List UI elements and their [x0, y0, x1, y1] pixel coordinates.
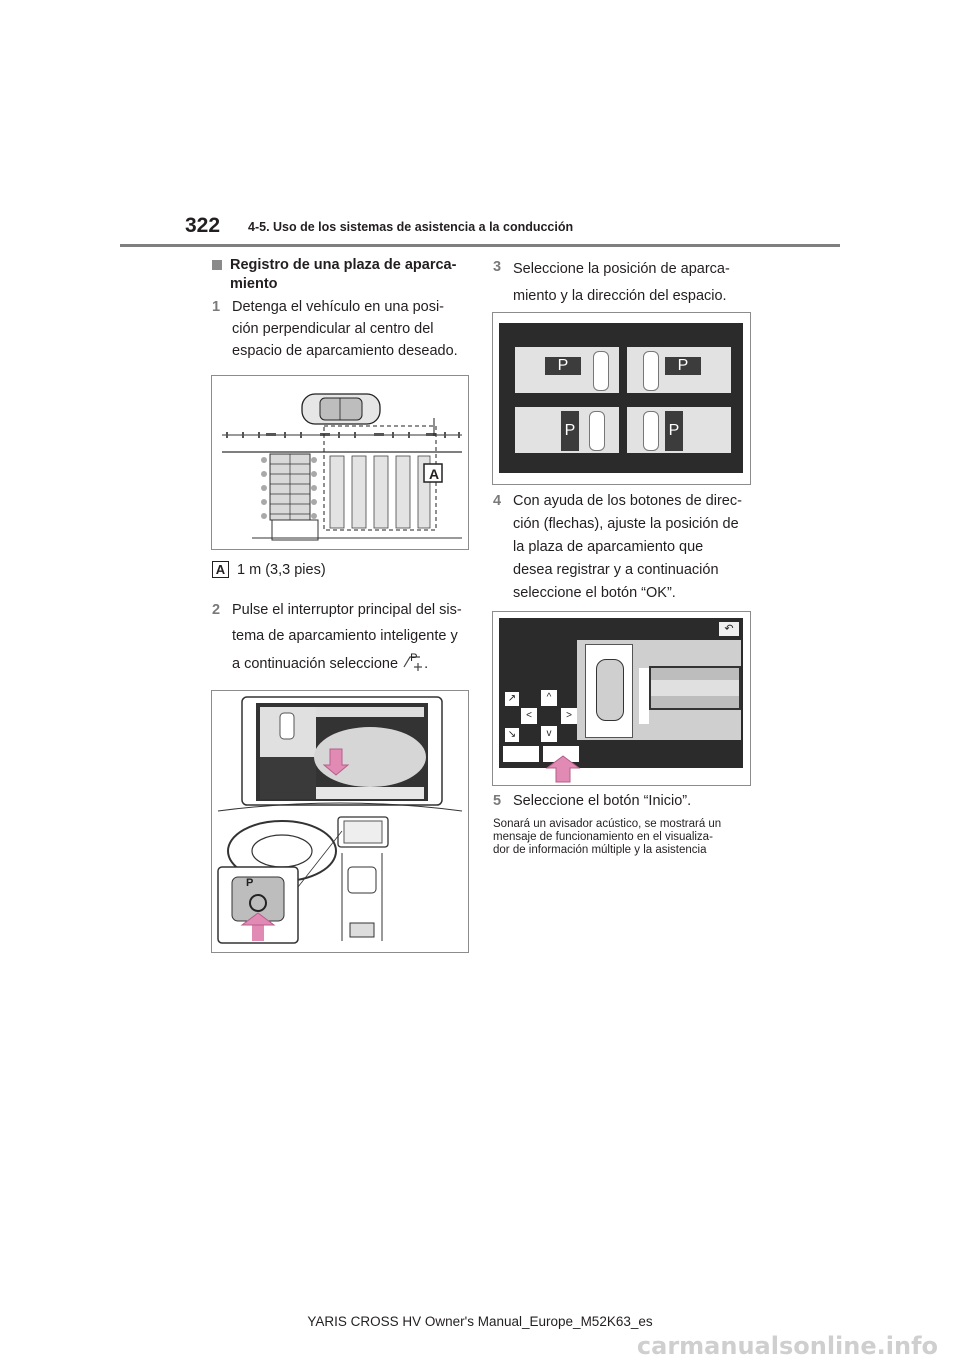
legend-label-box: A	[212, 561, 229, 578]
step-1: 1 Detenga el vehículo en una posi- ción …	[212, 296, 474, 362]
option-tile[interactable]: P	[515, 347, 619, 393]
step-text-line: ción perpendicular al centro del	[232, 321, 434, 337]
step-text-line: Pulse el interruptor principal del sis-	[232, 602, 462, 618]
step-text-line: Detenga el vehículo en una posi-	[232, 299, 445, 315]
rotate-left-button[interactable]: ↗	[505, 692, 519, 706]
watermark: carmanualsonline.info	[636, 1332, 938, 1360]
parking-assist-icon: P	[402, 651, 424, 671]
step-text-line: tema de aparcamiento inteligente y	[232, 628, 458, 644]
arrow-right-button[interactable]: >	[561, 708, 577, 724]
step-text-line: desea registrar y a continuación	[513, 562, 719, 578]
option-tile[interactable]: P	[627, 407, 731, 453]
step-text-line: Con ayuda de los botones de direc-	[513, 493, 742, 509]
step-text-line: la plaza de aparcamiento que	[513, 539, 704, 555]
frame-stripe	[651, 680, 739, 696]
step-text-line: Seleccione el botón “Inicio”.	[513, 793, 692, 809]
parking-frame	[649, 666, 741, 710]
note-line: dor de información múltiple y la asisten…	[493, 844, 707, 856]
footer-text: YARIS CROSS HV Owner's Manual_Europe_M52…	[307, 1314, 653, 1329]
square-bullet-icon	[212, 260, 222, 270]
step-text-line: a continuación seleccione	[232, 656, 399, 672]
step-text-line: ción (flechas), ajuste la posición de	[513, 516, 739, 532]
note-text: Sonará un avisador acústico, se mostrará…	[493, 818, 755, 857]
subheading: Registro de una plaza de aparca- miento	[212, 256, 472, 294]
parking-p-label: P	[665, 411, 683, 451]
arrow-left-button[interactable]: <	[521, 708, 537, 724]
car-icon	[643, 411, 659, 451]
section-title: 4-5. Uso de los sistemas de asistencia a…	[248, 220, 574, 234]
camera-view	[577, 640, 741, 740]
step-number: 3	[493, 259, 502, 275]
screen-dark: ↶ ↗ ↘ ^ < > v	[499, 618, 743, 768]
step-2: 2 Pulse el interruptor principal del sis…	[212, 597, 474, 677]
step-number: 2	[212, 602, 221, 618]
step-number: 4	[493, 493, 502, 509]
arrow-down-button[interactable]: v	[541, 726, 557, 742]
car-icon	[593, 351, 609, 391]
back-button[interactable]: ↶	[719, 622, 739, 636]
figure-dashboard: P	[211, 690, 469, 953]
note-line: Sonará un avisador acústico, se mostrará…	[493, 818, 722, 830]
step-text-line: seleccione el botón “OK”.	[513, 585, 676, 601]
legend-a: A 1 m (3,3 pies)	[212, 559, 326, 581]
parking-icon-letter: P	[410, 652, 418, 664]
left-column: Registro de una plaza de aparca- miento	[212, 256, 472, 294]
step-4: 4 Con ayuda de los botones de direc- ció…	[493, 490, 755, 605]
ok-button[interactable]	[543, 746, 579, 762]
header-rule	[120, 244, 840, 247]
screen-dark: P P P P	[499, 323, 743, 473]
cancel-button[interactable]	[503, 746, 539, 762]
callout-label: A	[428, 466, 440, 482]
subheading-text: Registro de una plaza de aparca- miento	[230, 257, 457, 292]
pointer-arrow-icon	[545, 755, 581, 783]
page-number: 322	[185, 214, 221, 237]
step-5: 5 Seleccione el botón “Inicio”.	[493, 790, 755, 812]
figure-overhead-parking: A	[211, 375, 469, 550]
legend-text: 1 m (3,3 pies)	[237, 562, 326, 578]
arrow-up-button[interactable]: ^	[541, 690, 557, 706]
parking-p-label: P	[665, 357, 701, 375]
car-icon	[589, 411, 605, 451]
car-icon	[643, 351, 659, 391]
figure-adjust-position: ↶ ↗ ↘ ^ < > v	[492, 611, 751, 786]
rotate-right-button[interactable]: ↘	[505, 728, 519, 742]
note-line: mensaje de funcionamiento en el visualiz…	[493, 831, 713, 843]
step-number: 5	[493, 793, 502, 809]
parking-p-label: P	[545, 357, 581, 375]
option-tile[interactable]: P	[627, 347, 731, 393]
step-text-line: espacio de aparcamiento deseado.	[232, 343, 458, 359]
parking-line	[639, 668, 649, 724]
step-text-line: Seleccione la posición de aparca-	[513, 261, 730, 277]
car-topview	[585, 644, 633, 738]
figure-position-select: P P P P	[492, 312, 751, 485]
step-3: 3 Seleccione la posición de aparca- mien…	[493, 256, 755, 310]
step-number: 1	[212, 299, 221, 315]
button-p-letter: P	[246, 877, 254, 889]
overhead-parking-illustration	[222, 393, 462, 541]
option-tile[interactable]: P	[515, 407, 619, 453]
car-icon	[596, 659, 624, 721]
step-text-line: miento y la dirección del espacio.	[513, 288, 727, 304]
dashboard-illustration	[217, 696, 463, 944]
parking-p-label: P	[561, 411, 579, 451]
